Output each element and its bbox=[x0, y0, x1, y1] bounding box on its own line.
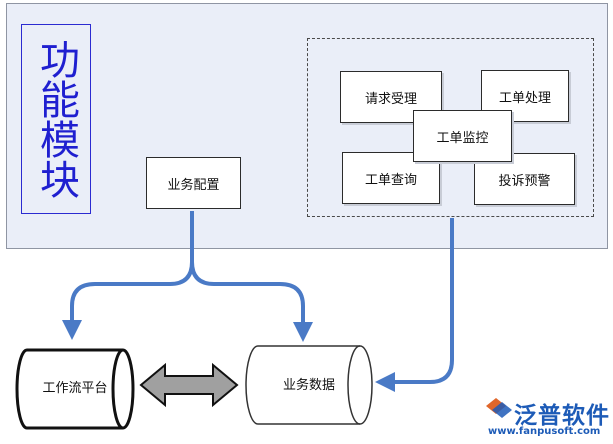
module-title: 功能模块 bbox=[33, 39, 79, 199]
brand-url: www.fanpusoft.com bbox=[488, 426, 601, 437]
work-order-process-box: 工单处理 bbox=[481, 70, 569, 122]
request-accept-label: 请求受理 bbox=[364, 91, 417, 107]
business-config-label: 业务配置 bbox=[167, 177, 220, 193]
config-to-data-connector bbox=[190, 261, 313, 342]
workflow-platform-label: 工作流平台 bbox=[42, 380, 108, 396]
business-config-box: 业务配置 bbox=[146, 157, 241, 209]
watermark-logo: 泛普软件 www.fanpusoft.com bbox=[478, 396, 610, 442]
module-title-box: 功能模块 bbox=[21, 24, 91, 214]
work-order-query-label: 工单查询 bbox=[364, 172, 417, 188]
work-order-group bbox=[307, 38, 594, 217]
work-order-process-label: 工单处理 bbox=[498, 90, 551, 106]
bidirectional-arrow bbox=[139, 362, 239, 408]
brand-name: 泛普软件 bbox=[514, 403, 610, 429]
work-order-monitor-label: 工单监控 bbox=[436, 130, 489, 146]
fanpu-logo-icon bbox=[486, 398, 512, 418]
workflow-platform-cylinder bbox=[15, 348, 135, 430]
business-data-label: 业务数据 bbox=[282, 377, 335, 393]
complaint-warning-label: 投诉预警 bbox=[498, 173, 551, 189]
group-to-data-connector bbox=[375, 218, 454, 392]
config-to-workflow-connector bbox=[62, 211, 194, 340]
work-order-monitor-box: 工单监控 bbox=[413, 110, 512, 162]
business-data-cylinder bbox=[245, 345, 373, 425]
